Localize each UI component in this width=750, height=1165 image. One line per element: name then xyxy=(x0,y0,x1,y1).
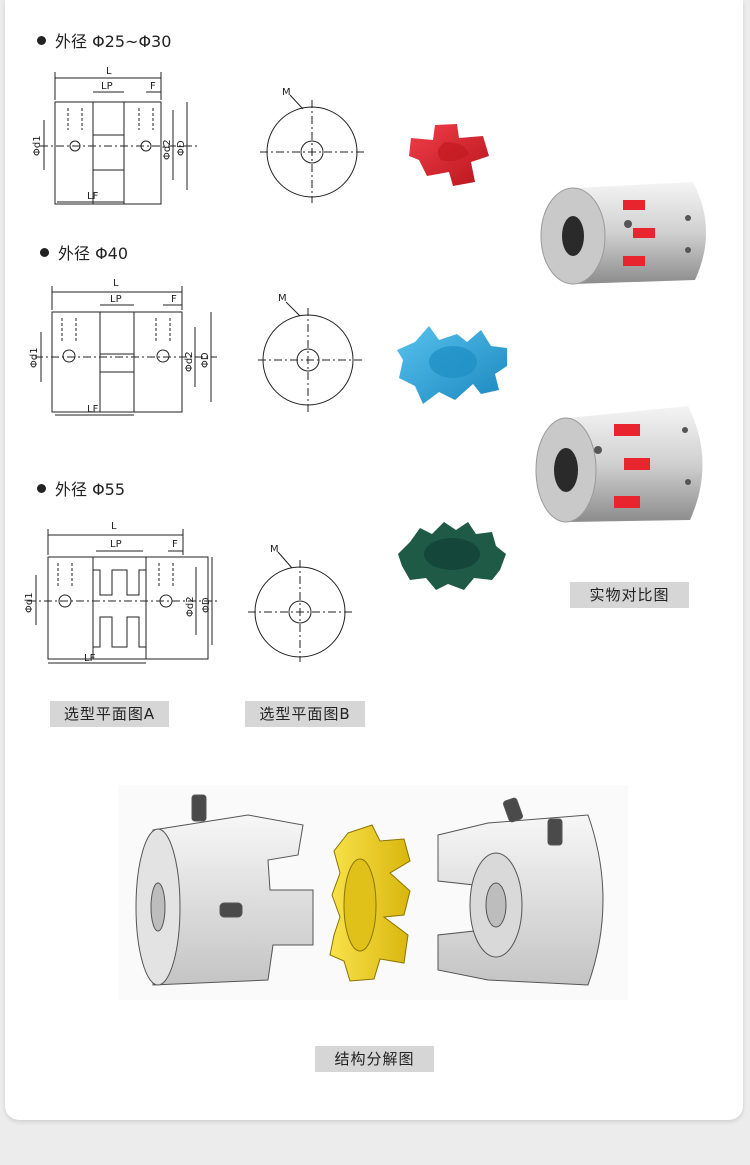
front-view-diagram-1: M xyxy=(260,87,365,203)
front-view-diagram-3: M xyxy=(248,544,353,662)
heading-text: 外径 Φ55 xyxy=(55,480,126,499)
dim-label-L: L xyxy=(106,66,112,77)
dim-label-d2: Φd2 xyxy=(184,351,195,372)
dim-label-L: L xyxy=(113,278,119,289)
dim-label-L: L xyxy=(111,521,117,532)
blue-spider-image xyxy=(397,326,507,404)
dim-label-M: M xyxy=(282,87,291,98)
plan-a-label: 选型平面图A xyxy=(50,701,169,727)
dim-label-d1: Φd1 xyxy=(24,592,35,613)
dim-label-F: F xyxy=(172,539,178,550)
heading-size-40: 外径 Φ40 xyxy=(40,240,128,264)
dim-label-LF: LF xyxy=(84,653,96,664)
dim-label-d2: Φd2 xyxy=(185,596,196,617)
heading-text: 外径 Φ40 xyxy=(58,244,129,263)
plan-b-label: 选型平面图B xyxy=(245,701,365,727)
bullet-icon xyxy=(37,483,46,493)
green-spider-image xyxy=(398,522,506,590)
heading-text: 外径 Φ25~Φ30 xyxy=(55,32,172,51)
dim-label-F: F xyxy=(171,294,177,305)
side-view-diagram-2: L LP F LF Φd1 Φd2 ΦD xyxy=(29,278,217,416)
coupling-photo-2 xyxy=(535,406,703,523)
side-view-diagram-3: L LP F LF Φd1 Φd2 ΦD xyxy=(24,521,218,664)
coupling-photo-1 xyxy=(540,182,707,285)
dim-label-M: M xyxy=(278,293,287,304)
heading-size-25-30: 外径 Φ25~Φ30 xyxy=(37,28,171,52)
bullet-icon xyxy=(40,247,49,257)
exploded-structure-diagram xyxy=(118,785,628,1000)
dim-label-D: ΦD xyxy=(201,597,212,613)
side-view-diagram-1: L LP F LF Φd1 Φd2 ΦD xyxy=(32,66,200,205)
red-spider-image xyxy=(409,124,489,186)
dim-label-LP: LP xyxy=(110,294,122,305)
front-view-diagram-2: M xyxy=(258,293,362,412)
dim-label-LF: LF xyxy=(87,404,99,415)
bullet-icon xyxy=(37,35,46,45)
dim-label-d1: Φd1 xyxy=(29,347,40,368)
dim-label-LP: LP xyxy=(101,81,113,92)
dim-label-F: F xyxy=(150,81,156,92)
dim-label-M: M xyxy=(270,544,279,555)
photo-compare-label: 实物对比图 xyxy=(570,582,689,608)
exploded-view-label: 结构分解图 xyxy=(315,1046,434,1072)
heading-size-55: 外径 Φ55 xyxy=(37,476,125,500)
dim-label-d2: Φd2 xyxy=(162,139,173,160)
dim-label-D: ΦD xyxy=(176,140,187,156)
dim-label-d1: Φd1 xyxy=(32,135,43,156)
dim-label-LF: LF xyxy=(87,191,99,202)
dim-label-D: ΦD xyxy=(200,352,211,368)
dim-label-LP: LP xyxy=(110,539,122,550)
